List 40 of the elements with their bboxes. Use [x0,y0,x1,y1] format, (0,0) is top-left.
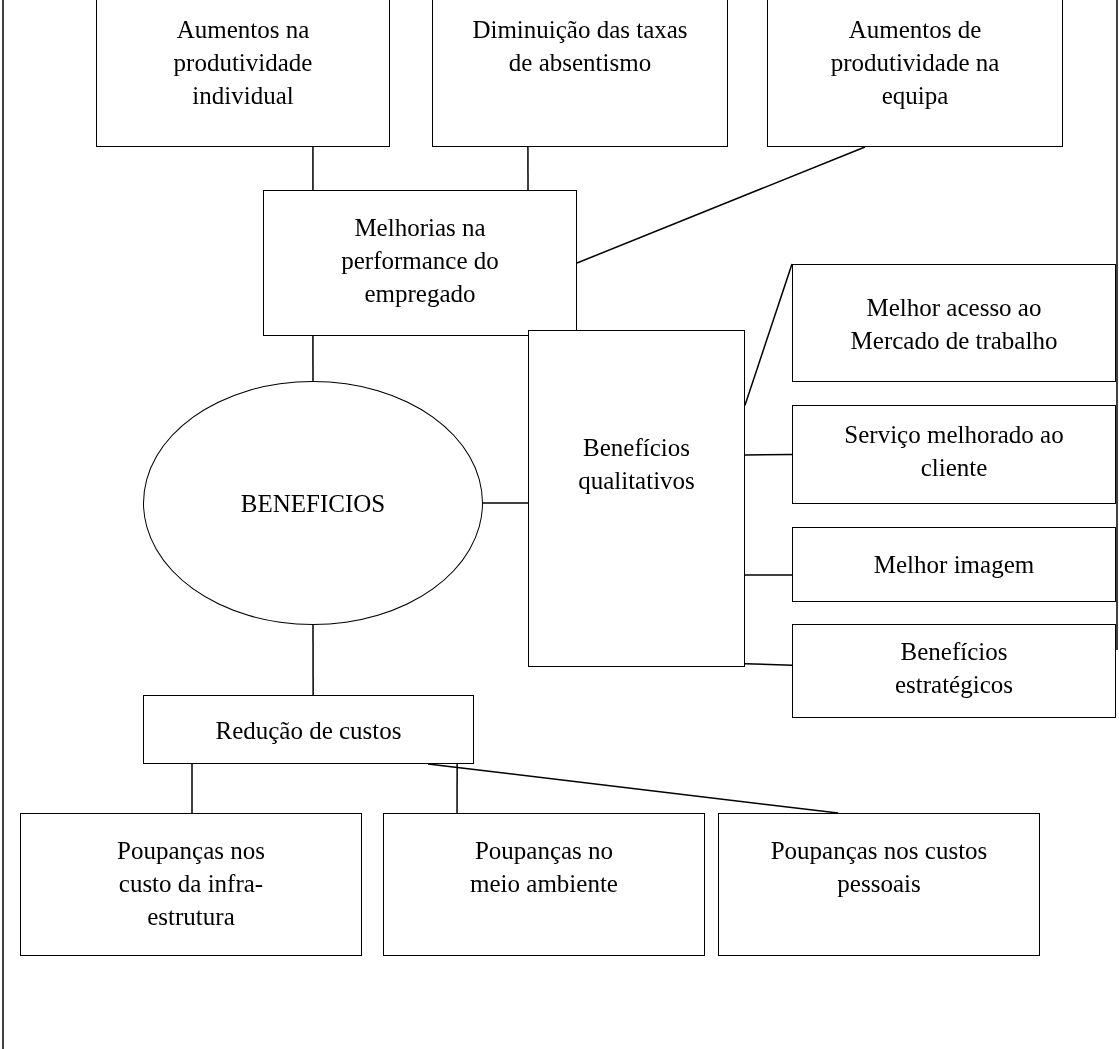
connector-line [744,263,793,406]
connector-line [744,574,793,576]
node-label: Poupanças no meio ambiente [469,836,619,899]
connector-line [482,502,529,504]
node-label: Aumentos de produtividade na equipa [829,15,1001,111]
connector-line [744,453,793,456]
connector-line [427,763,839,814]
process-box [792,264,1116,382]
process-box [263,190,577,336]
node-label: Serviço melhorado ao cliente [843,420,1065,483]
process-box [718,813,1040,956]
process-box [767,0,1063,147]
node-label: Aumentos na produtividade individual [172,15,314,111]
connector-line [456,763,458,814]
connector-line [312,624,314,696]
connector-line [191,763,193,814]
connector-line [744,662,793,667]
node-label: Melhorias na performance do empregado [340,213,500,309]
process-box [143,695,474,764]
process-box [96,0,390,147]
node-label: Benefícios qualitativos [577,433,696,496]
node-label: BENEFICIOS [240,488,386,519]
process-box [432,0,728,147]
connector-line [312,335,314,382]
node-label: Diminuição das taxas de absentismo [471,15,689,78]
node-label: Poupanças nos custo da infra-estrutura [116,836,266,932]
process-box [383,813,705,956]
connector-line [527,146,529,191]
connector-line [312,146,314,191]
node-label: Melhor acesso ao Mercado de trabalho [849,293,1059,356]
process-box [792,405,1116,504]
process-box [20,813,362,956]
node-label: Melhor imagem [873,550,1035,580]
connector-line [576,146,866,264]
node-label: Benefícios estratégicos [894,637,1014,700]
node-label: Poupanças nos custos pessoais [769,836,989,899]
node-label: Redução de custos [215,716,402,746]
process-box [792,624,1116,718]
process-box [528,330,745,667]
process-box [792,527,1116,602]
